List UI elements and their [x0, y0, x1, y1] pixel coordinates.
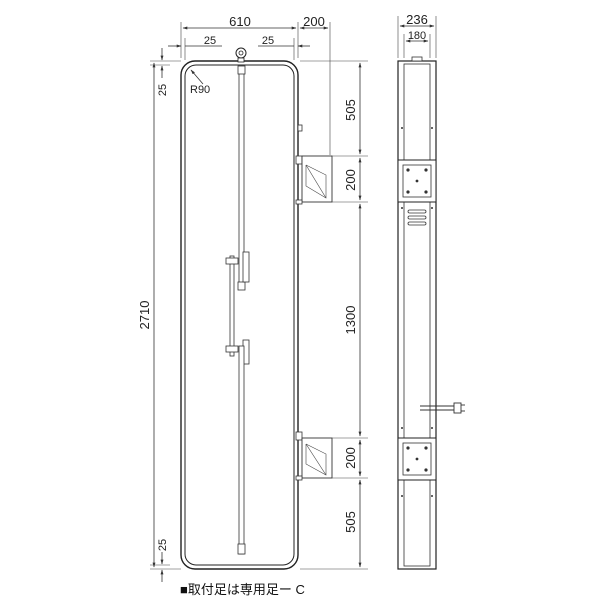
dimension-25-bottom-left: 25 [157, 539, 169, 551]
lower-mount-plate [397, 437, 437, 481]
mirror-inner-frame [184, 64, 295, 566]
hanging-ring-icon [235, 47, 247, 63]
dimension-505-upper: 505 [343, 99, 358, 121]
svg-text:25: 25 [262, 35, 274, 47]
lower-rod [237, 345, 246, 555]
dimension-505-lower: 505 [343, 511, 358, 533]
middle-rod [225, 251, 250, 365]
dimension-180: 180 [408, 30, 426, 42]
svg-text:610: 610 [229, 14, 251, 29]
dimension-25-top-left: 25 [157, 84, 169, 96]
svg-text:25: 25 [204, 35, 216, 47]
dimension-25-right: 25 [258, 35, 310, 60]
dimension-200-top: 200 [299, 14, 331, 155]
dimension-610: 610 [180, 14, 299, 58]
dimension-1300: 1300 [343, 306, 358, 335]
vent-slots-icon [407, 209, 427, 226]
side-view: 236 180 [397, 12, 465, 570]
front-view: 610 200 25 25 R90 [137, 14, 368, 582]
dimension-left-vertical [150, 60, 181, 570]
dimension-200-upper: 200 [343, 169, 358, 191]
upper-bracket [295, 124, 333, 205]
dimension-25-left: 25 [168, 35, 222, 60]
lower-bracket [295, 431, 333, 481]
power-cord-icon [420, 402, 465, 414]
dimension-200-lower: 200 [343, 447, 358, 469]
dimension-236: 236 [406, 12, 428, 27]
dimension-right-vertical [300, 60, 368, 570]
radius-callout: R90 [190, 69, 210, 96]
svg-text:R90: R90 [190, 84, 210, 96]
svg-text:200: 200 [303, 14, 325, 29]
side-markers [401, 127, 433, 497]
upper-mount-plate [397, 159, 437, 203]
side-body-inner [403, 63, 431, 567]
upper-rod [237, 65, 246, 291]
dimension-2710: 2710 [137, 301, 152, 330]
mounting-note-caption: ■取付足は専用足ー C [180, 582, 305, 597]
